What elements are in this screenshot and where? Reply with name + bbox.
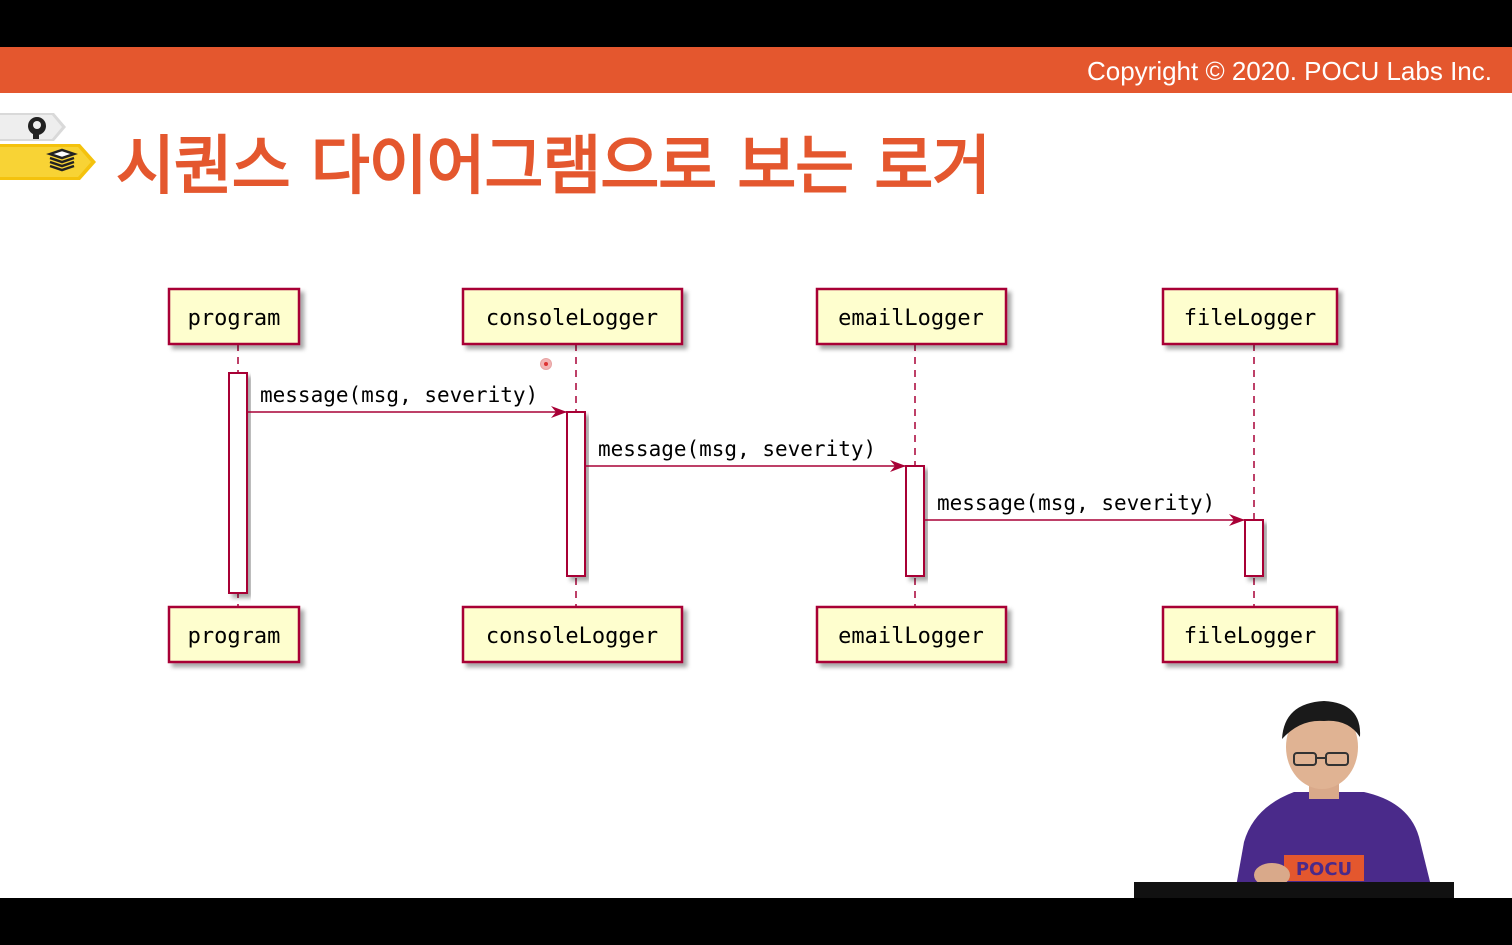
brain-head-icon <box>0 113 66 141</box>
participant-label: emailLogger <box>838 306 984 331</box>
participant-program-bottom: program <box>167 605 301 664</box>
message-label-1: message(msg, severity) <box>260 383 538 407</box>
participant-label: program <box>188 624 281 649</box>
slide: Copyright © 2020. POCU Labs Inc. 시퀀스 다이어… <box>0 47 1512 898</box>
participant-consoleLogger-bottom: consoleLogger <box>461 605 684 664</box>
top-banner: Copyright © 2020. POCU Labs Inc. <box>0 47 1512 93</box>
presenter-video-overlay: POCU <box>1134 701 1454 898</box>
laser-pointer-dot <box>541 359 551 369</box>
message-label-3: message(msg, severity) <box>937 491 1215 515</box>
activation-consoleLogger <box>566 411 586 577</box>
participant-fileLogger-top: fileLogger <box>1161 287 1339 346</box>
participant-program-top: program <box>167 287 301 346</box>
shirt-logo-text: POCU <box>1296 859 1352 880</box>
message-label-2: message(msg, severity) <box>598 437 876 461</box>
activation-emailLogger <box>905 465 925 577</box>
sequence-diagram: message(msg, severity) message(msg, seve… <box>167 287 1339 664</box>
slide-title: 시퀀스 다이어그램으로 보는 로거 <box>116 130 991 204</box>
participant-fileLogger-bottom: fileLogger <box>1161 605 1339 664</box>
participant-label: program <box>188 306 281 331</box>
activation-program <box>228 372 248 594</box>
book-stack-icon <box>0 144 96 180</box>
participant-label: emailLogger <box>838 624 984 649</box>
copyright-text: Copyright © 2020. POCU Labs Inc. <box>1086 56 1492 86</box>
participant-label: fileLogger <box>1184 306 1316 331</box>
participant-emailLogger-top: emailLogger <box>815 287 1008 346</box>
participant-label: fileLogger <box>1184 624 1316 649</box>
participant-label: consoleLogger <box>486 306 658 331</box>
participant-label: consoleLogger <box>486 624 658 649</box>
participant-emailLogger-bottom: emailLogger <box>815 605 1008 664</box>
activation-fileLogger <box>1244 519 1264 577</box>
participant-consoleLogger-top: consoleLogger <box>461 287 684 346</box>
